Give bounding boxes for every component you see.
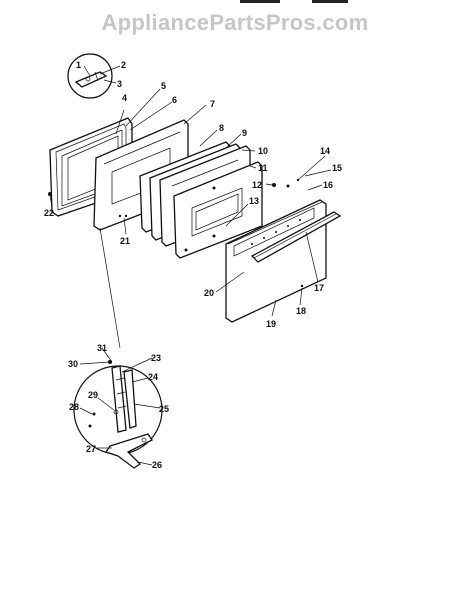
part-label-20: 20: [204, 288, 214, 298]
hinge-arm: [104, 433, 153, 469]
part-label-16: 16: [323, 180, 333, 190]
header-bar-right: [312, 0, 348, 3]
hinge-reference-line: [99, 227, 121, 349]
part-label-31: 31: [97, 343, 107, 353]
part-label-22: 22: [44, 208, 54, 218]
part-label-27: 27: [86, 444, 96, 454]
part-label-6: 6: [172, 95, 177, 105]
part-label-14: 14: [320, 146, 330, 156]
part-label-2: 2: [121, 60, 126, 70]
part-label-8: 8: [219, 123, 224, 133]
part-label-5: 5: [161, 81, 166, 91]
detail-circle-hinge-bottom: [73, 360, 163, 455]
door-handle: [250, 211, 342, 263]
fasteners: [48, 178, 304, 288]
part-label-7: 7: [210, 99, 215, 109]
part-label-26: 26: [152, 460, 162, 470]
part-label-1: 1: [76, 60, 81, 70]
part-label-15: 15: [332, 163, 342, 173]
part-label-10: 10: [258, 146, 268, 156]
window-frame-panel: [173, 161, 263, 259]
part-label-4: 4: [122, 93, 127, 103]
leader-lines: [49, 65, 332, 466]
part-label-11: 11: [258, 163, 268, 173]
part-label-9: 9: [242, 128, 247, 138]
part-label-13: 13: [249, 196, 259, 206]
part-labels: 1 2 3 4 5 6 7 8 9 10 11 12 13 14 15 16 1…: [44, 60, 342, 470]
part-label-21: 21: [120, 236, 130, 246]
header-bar-left: [240, 0, 280, 3]
part-label-17: 17: [314, 283, 324, 293]
part-label-19: 19: [266, 319, 276, 329]
part-label-23: 23: [151, 353, 161, 363]
part-label-18: 18: [296, 306, 306, 316]
part-label-12: 12: [252, 180, 262, 190]
detail-circle-hinge-top: [67, 53, 113, 99]
part-label-3: 3: [117, 79, 122, 89]
part-label-28: 28: [69, 402, 79, 412]
part-label-24: 24: [148, 372, 158, 382]
watermark: AppliancePartsPros.com: [101, 10, 369, 35]
part-label-30: 30: [68, 359, 78, 369]
part-label-29: 29: [88, 390, 98, 400]
part-label-25: 25: [159, 404, 169, 414]
